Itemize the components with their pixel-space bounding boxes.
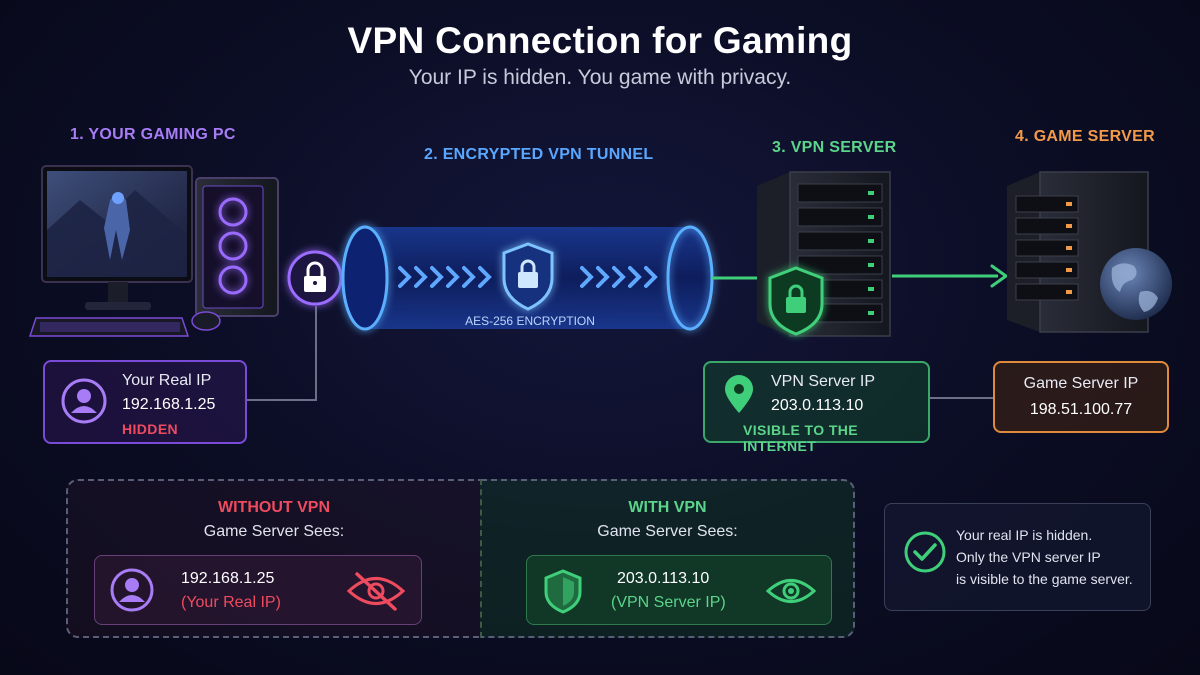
real-ip-status: HIDDEN — [122, 421, 179, 437]
with-vpn-subtitle: Game Server Sees: — [597, 523, 738, 540]
check-circle-icon — [904, 531, 946, 573]
without-vpn-ip: 192.168.1.25 — [181, 570, 275, 587]
user-icon — [110, 568, 154, 612]
data-flow-arrows — [398, 266, 658, 288]
gaming-pc-icon — [28, 165, 279, 337]
info-line: Your real IP is hidden. — [956, 527, 1093, 543]
encryption-label: AES-256 ENCRYPTION — [465, 314, 595, 328]
shield-lock-icon — [768, 266, 824, 336]
vpn-ip-status: VISIBLE TO THE INTERNET — [743, 422, 859, 454]
with-vpn-panel: WITH VPN Game Server Sees: 203.0.113.10 … — [480, 479, 855, 638]
real-ip-card: Your Real IP 192.168.1.25 HIDDEN — [43, 360, 247, 444]
step-label-vpn-tunnel: 2. ENCRYPTED VPN TUNNEL — [424, 146, 654, 163]
user-icon — [61, 378, 107, 424]
connector-line — [247, 306, 317, 401]
game-ip-value: 198.51.100.77 — [1029, 401, 1133, 418]
with-vpn-ip: 203.0.113.10 — [617, 570, 710, 587]
without-vpn-title: WITHOUT VPN — [218, 499, 330, 516]
location-pin-icon — [725, 375, 753, 413]
step-label-game-server: 4. GAME SERVER — [1015, 128, 1155, 145]
real-ip-title: Your Real IP — [122, 372, 212, 389]
with-vpn-ip-box: 203.0.113.10 (VPN Server IP) — [526, 555, 832, 625]
vpn-ip-title: VPN Server IP — [771, 373, 876, 390]
without-vpn-subtitle: Game Server Sees: — [203, 523, 345, 540]
shield-icon — [544, 569, 582, 614]
eye-icon — [765, 579, 817, 603]
with-vpn-note: (VPN Server IP) — [611, 594, 726, 611]
info-line: is visible to the game server. — [956, 571, 1133, 587]
real-ip-value: 192.168.1.25 — [122, 396, 216, 413]
vpn-ip-value: 203.0.113.10 — [771, 397, 864, 414]
game-ip-title: Game Server IP — [1023, 375, 1139, 392]
eye-off-icon — [346, 572, 406, 611]
without-vpn-panel: WITHOUT VPN Game Server Sees: 192.168.1.… — [66, 479, 480, 638]
info-line: Only the VPN server IP — [956, 549, 1101, 565]
page-subtitle: Your IP is hidden. You game with privacy… — [408, 66, 792, 89]
globe-icon — [1100, 248, 1172, 320]
step-label-gaming-pc: 1. YOUR GAMING PC — [70, 126, 236, 143]
info-box: Your real IP is hidden. Only the VPN ser… — [884, 503, 1151, 611]
with-vpn-title: WITH VPN — [628, 499, 707, 516]
arrow-head-icon — [990, 264, 1009, 288]
shield-lock-icon — [502, 242, 554, 311]
vpn-ip-card: VPN Server IP 203.0.113.10 VISIBLE TO TH… — [703, 361, 930, 454]
without-vpn-ip-box: 192.168.1.25 (Your Real IP) — [94, 555, 422, 625]
step-label-vpn-server: 3. VPN SERVER — [772, 139, 897, 156]
padlock-icon — [287, 250, 343, 306]
without-vpn-note: (Your Real IP) — [181, 594, 281, 611]
page-title: VPN Connection for Gaming — [347, 20, 853, 61]
game-server-ip-card: Game Server IP 198.51.100.77 — [993, 361, 1169, 433]
